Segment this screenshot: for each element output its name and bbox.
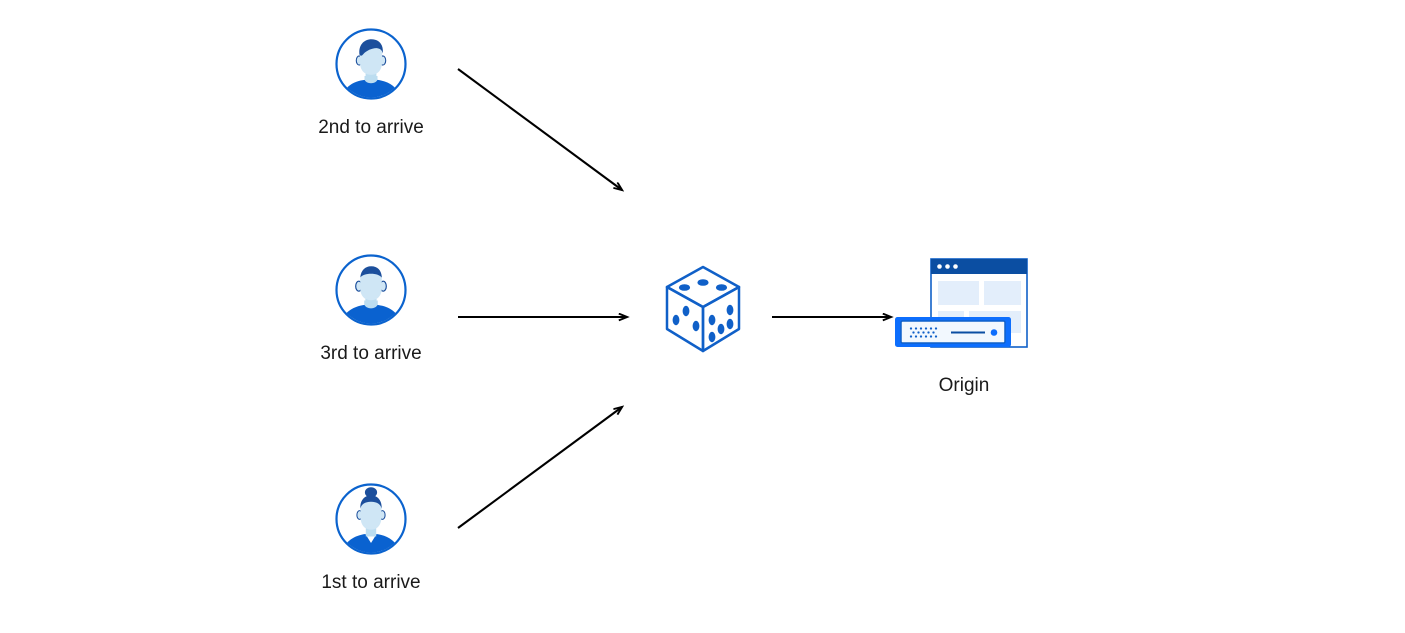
origin-label: Origin bbox=[938, 375, 990, 396]
server-vents bbox=[909, 327, 938, 338]
client-label-third: 3rd to arrive bbox=[320, 343, 422, 364]
user-male-short-hair-icon bbox=[335, 28, 407, 100]
client-label-first: 1st to arrive bbox=[321, 572, 421, 593]
user-female-bun-icon bbox=[335, 483, 407, 555]
user-male-ears-icon bbox=[335, 254, 407, 326]
origin-node[interactable]: Origin bbox=[893, 255, 1035, 396]
avatar bbox=[334, 482, 408, 556]
avatar bbox=[334, 27, 408, 101]
avatar bbox=[334, 253, 408, 327]
server-device bbox=[895, 317, 1011, 347]
arrow-first-to-balancer bbox=[457, 407, 622, 529]
browser-window-server-icon bbox=[895, 258, 1028, 348]
window-dots bbox=[937, 264, 958, 269]
dice-left-pips bbox=[672, 305, 700, 332]
client-label-second: 2nd to arrive bbox=[318, 117, 424, 138]
dice-top-pips bbox=[678, 279, 728, 291]
dice-cube-icon bbox=[665, 265, 741, 353]
random-balancer-node[interactable] bbox=[659, 263, 747, 355]
dice-right-pips bbox=[708, 304, 734, 343]
